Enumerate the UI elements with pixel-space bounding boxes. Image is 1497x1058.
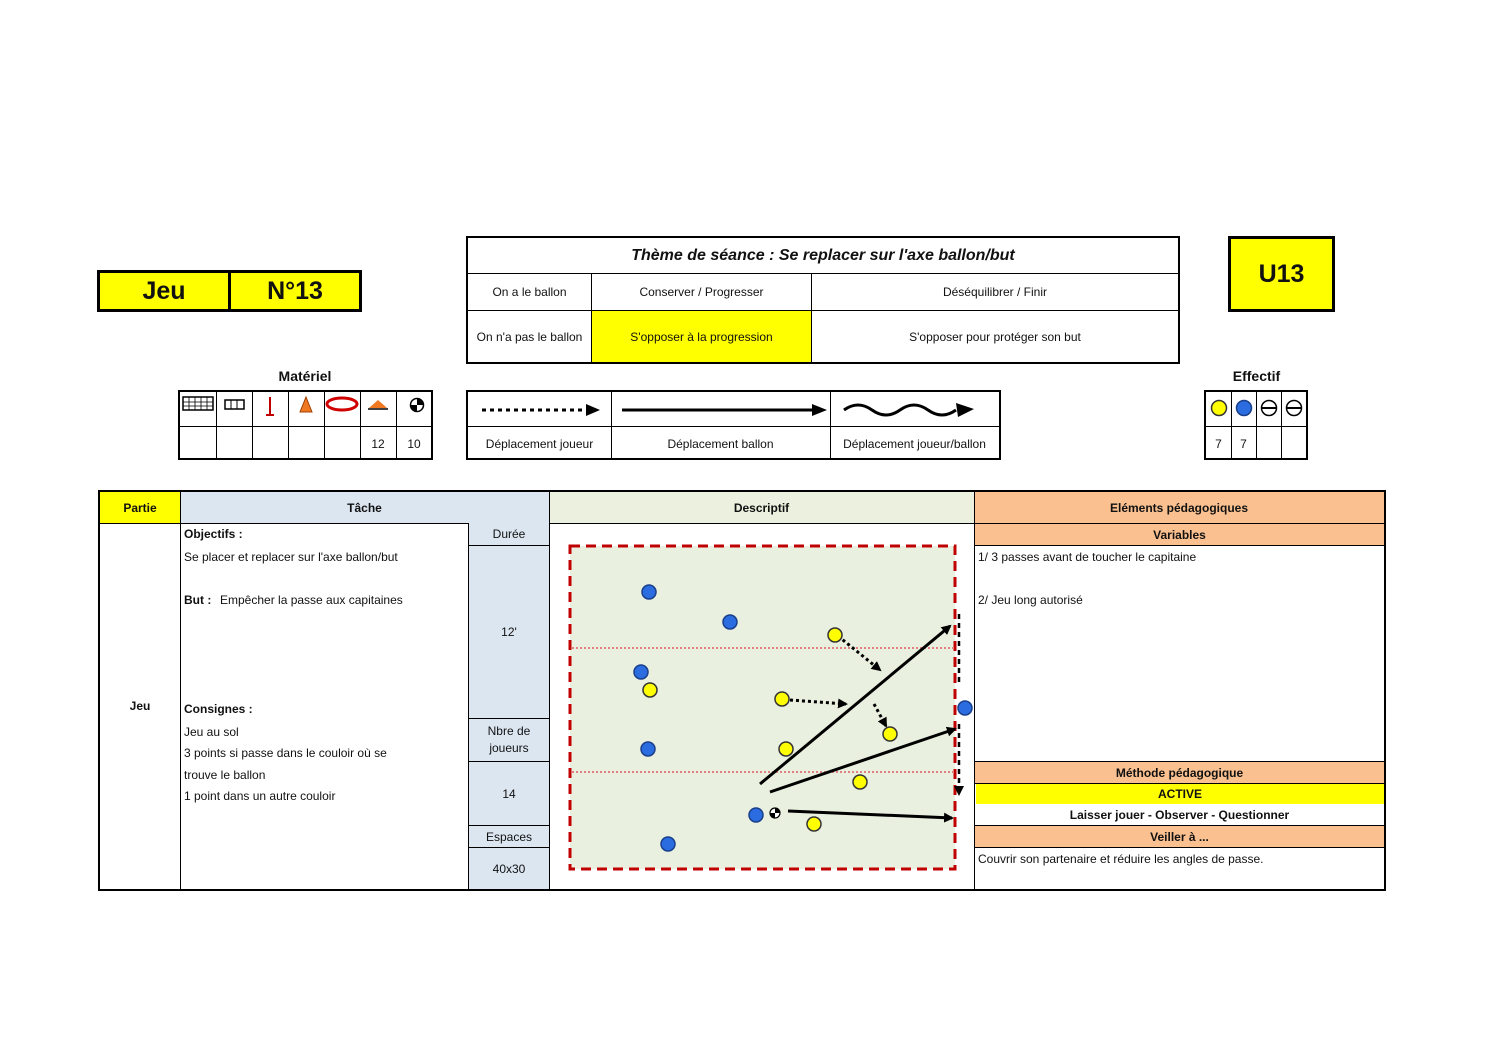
field-diagram <box>568 544 973 871</box>
flat-cone-icon <box>368 400 388 410</box>
wavy-arrow-icon <box>843 403 974 417</box>
theme-row-label: On a le ballon <box>492 285 567 299</box>
blue-player <box>641 584 657 600</box>
materiel-title: Matériel <box>278 368 332 384</box>
yellow-player <box>806 816 822 832</box>
session-header: Jeu N°13 <box>97 270 362 312</box>
veiller-label: Veiller à ... <box>975 826 1384 847</box>
materiel-count: 10 <box>407 436 421 451</box>
consigne-line: trouve le ballon <box>184 768 266 782</box>
ball-icon <box>409 397 425 413</box>
cone-icon <box>299 395 313 413</box>
methode-value: ACTIVE <box>976 784 1384 804</box>
mini-goal-icon <box>224 399 245 410</box>
yellow-player <box>778 741 794 757</box>
nb-joueurs-label: Nbre de joueurs <box>469 719 549 761</box>
neutral-player-icon <box>1285 399 1303 417</box>
theme-row-label: On n'a pas le ballon <box>476 329 583 344</box>
blue-player <box>640 741 656 757</box>
effectif-table: 7 7 <box>1204 390 1308 460</box>
legend-label: Déplacement joueur/ballon <box>843 436 986 451</box>
theme-title: Thème de séance : Se replacer sur l'axe … <box>631 246 1015 264</box>
variables-label: Variables <box>975 524 1384 545</box>
blue-player <box>633 664 649 680</box>
blue-player-icon <box>1235 399 1253 417</box>
header-tache: Tâche <box>180 492 549 523</box>
header-descriptif: Descriptif <box>549 492 974 523</box>
consignes-label: Consignes : <box>184 702 253 716</box>
duree-label: Durée <box>469 523 549 545</box>
objectifs-text: Se placer et replacer sur l'axe ballon/b… <box>184 550 398 564</box>
materiel-count <box>288 427 324 460</box>
objectifs-label: Objectifs : <box>184 527 243 541</box>
neutral-player-icon <box>1260 399 1278 417</box>
espaces-value: 40x30 <box>469 848 549 889</box>
theme-row-col2: S'opposer pour protéger son but <box>811 311 1178 362</box>
theme-row-defense: On n'a pas le ballon S'opposer à la prog… <box>468 310 1178 362</box>
but-text: Empêcher la passe aux capitaines <box>220 593 403 607</box>
yellow-player <box>852 774 868 790</box>
effectif-count: 7 <box>1240 436 1247 451</box>
effectif-count: 7 <box>1215 436 1222 451</box>
ball <box>769 807 781 819</box>
effectif-title: Effectif <box>1232 368 1281 384</box>
blue-player <box>957 700 973 716</box>
methode-label: Méthode pédagogique <box>975 762 1384 783</box>
variable-line: 2/ Jeu long autorisé <box>978 593 1083 607</box>
effectif-count <box>1281 427 1306 460</box>
game-number: N°13 <box>228 273 359 309</box>
legend-label: Déplacement joueur <box>485 436 594 451</box>
consigne-line: 3 points si passe dans le couloir où se <box>184 746 387 760</box>
movement-legend: Déplacement joueur Déplacement ballon Dé… <box>466 390 1001 460</box>
legend-label: Déplacement ballon <box>667 436 774 451</box>
theme-row-attack: On a le ballon Conserver / Progresser Dé… <box>468 273 1178 310</box>
espaces-label: Espaces <box>469 826 549 847</box>
blue-player <box>722 614 738 630</box>
player-move-arrow <box>872 703 888 728</box>
materiel-table: 12 10 <box>178 390 433 460</box>
theme-table: Thème de séance : Se replacer sur l'axe … <box>466 236 1180 364</box>
ball-pass-arrow <box>769 726 957 794</box>
header-partie: Partie <box>100 492 180 523</box>
ball-pass-arrow <box>787 809 954 823</box>
materiel-count: 12 <box>371 436 385 451</box>
theme-row-col1: Conserver / Progresser <box>591 274 811 310</box>
dotted-arrow-icon <box>482 404 600 416</box>
yellow-player <box>882 726 898 742</box>
blue-player <box>660 836 676 852</box>
solid-arrow-icon <box>622 404 827 416</box>
methode-desc: Laisser jouer - Observer - Questionner <box>1069 807 1290 822</box>
materiel-count <box>324 427 360 460</box>
yellow-player <box>642 682 658 698</box>
materiel-count <box>180 427 216 460</box>
consigne-line: Jeu au sol <box>184 725 239 739</box>
field-boundary <box>568 544 957 871</box>
veiller-text: Couvrir son partenaire et réduire les an… <box>978 852 1264 866</box>
but-label: But : <box>184 593 212 607</box>
pole-icon <box>266 397 274 416</box>
theme-row-col1: S'opposer à la progression <box>591 311 811 362</box>
header-elements: Eléments pédagogiques <box>974 492 1384 523</box>
yellow-player <box>827 627 843 643</box>
ball-pass-arrow <box>759 624 952 786</box>
hoop-icon <box>325 396 359 412</box>
effectif-count <box>1256 427 1281 460</box>
partie-value: Jeu <box>129 699 151 713</box>
category-badge: U13 <box>1228 236 1335 312</box>
session-table: Partie Tâche Descriptif Eléments pédagog… <box>98 490 1386 891</box>
consigne-line: 1 point dans un autre couloir <box>184 789 336 803</box>
materiel-count <box>252 427 288 460</box>
yellow-player-icon <box>1210 399 1228 417</box>
nb-joueurs-label-line: joueurs <box>489 741 529 755</box>
goal-net-icon <box>182 396 214 411</box>
nb-joueurs-value: 14 <box>469 762 549 825</box>
materiel-count <box>216 427 252 460</box>
yellow-player <box>774 691 790 707</box>
blue-player <box>748 807 764 823</box>
duree-value: 12' <box>469 546 549 718</box>
nb-joueurs-label-line: Nbre de <box>487 724 531 738</box>
game-label: Jeu <box>142 276 186 305</box>
variable-line: 1/ 3 passes avant de toucher le capitain… <box>978 550 1197 564</box>
theme-row-col2: Déséquilibrer / Finir <box>811 274 1178 310</box>
